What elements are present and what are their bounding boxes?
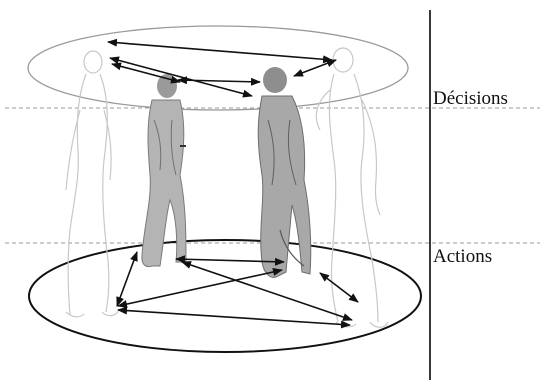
person-2-anatomical [142, 74, 186, 267]
action-arrow-1-2 [117, 252, 137, 306]
action-arrow-3-4 [320, 273, 358, 302]
decision-arrows [108, 42, 336, 96]
decision-arrow-1-4 [108, 42, 332, 60]
actions-ellipse [29, 240, 421, 352]
decision-arrow-3-4 [294, 60, 336, 76]
decision-arrow-1-2 [112, 64, 180, 82]
decisions-label: Décisions [433, 88, 508, 109]
decision-arrow-1-3 [110, 58, 252, 96]
decision-arrow-2-3 [178, 80, 260, 82]
person-3-anatomical [258, 67, 311, 277]
actions-label: Actions [433, 246, 492, 267]
person-4-outline [316, 48, 388, 327]
person-1-outline [66, 51, 118, 317]
action-arrow-1-4 [118, 310, 350, 325]
